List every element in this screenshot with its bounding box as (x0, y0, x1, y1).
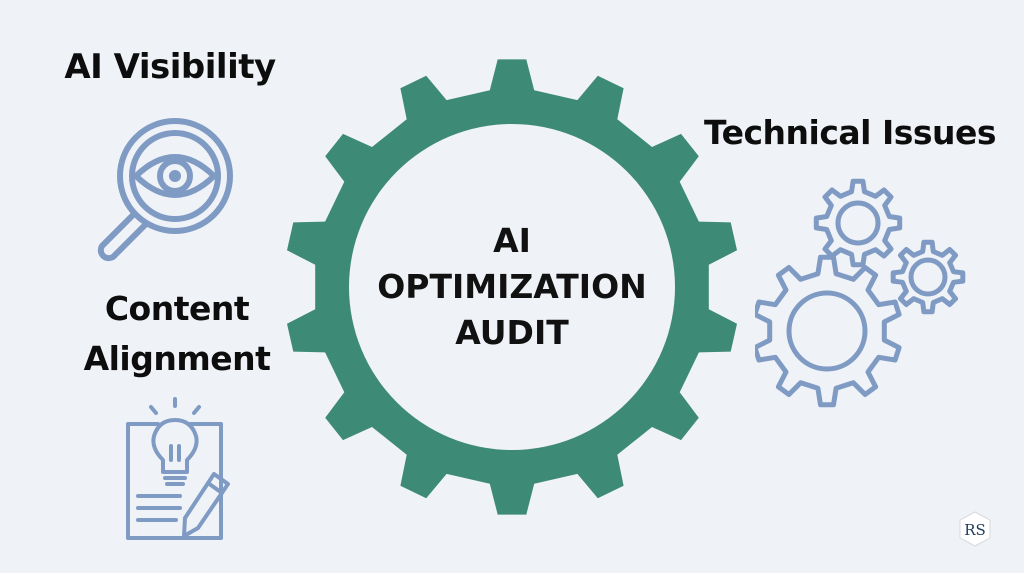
gears-icon (755, 178, 966, 408)
technical-issues-label: Technical Issues (703, 113, 997, 152)
content-alignment-label: Content Alignment (83, 289, 271, 378)
ai-visibility-label: AI Visibility (64, 47, 276, 87)
rs-logo-text: RS (964, 521, 986, 539)
center-title: AI OPTIMIZATION AUDIT (352, 218, 672, 356)
center-title-line-2: OPTIMIZATION (377, 267, 647, 306)
center-title-line-3: AUDIT (455, 313, 569, 352)
gear-hub (349, 124, 675, 450)
rs-logo: RS (959, 511, 991, 547)
lightbulb-document-pencil-icon (126, 397, 230, 540)
center-title-line-1: AI (493, 221, 531, 260)
magnifier-eye-icon (97, 118, 233, 262)
